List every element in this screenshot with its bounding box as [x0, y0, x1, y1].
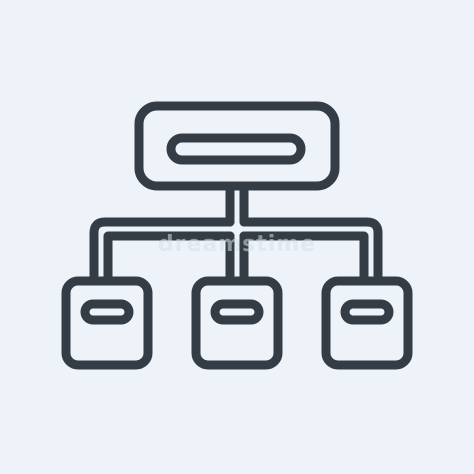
bus-outer-line-right — [239, 217, 383, 281]
bus-inner-line-right — [239, 231, 369, 281]
child-node-right-bar — [340, 299, 394, 325]
child-node-left-box — [61, 276, 153, 370]
child-node-middle-box — [191, 276, 283, 370]
child-node-left-bar — [80, 299, 134, 325]
top-node-box — [134, 101, 340, 191]
child-node-middle-bar — [210, 299, 264, 325]
bus-outer-line — [89, 217, 235, 281]
top-node-bar — [166, 133, 306, 165]
bus-inner-line-left — [103, 231, 235, 281]
child-node-right-box — [321, 276, 413, 370]
